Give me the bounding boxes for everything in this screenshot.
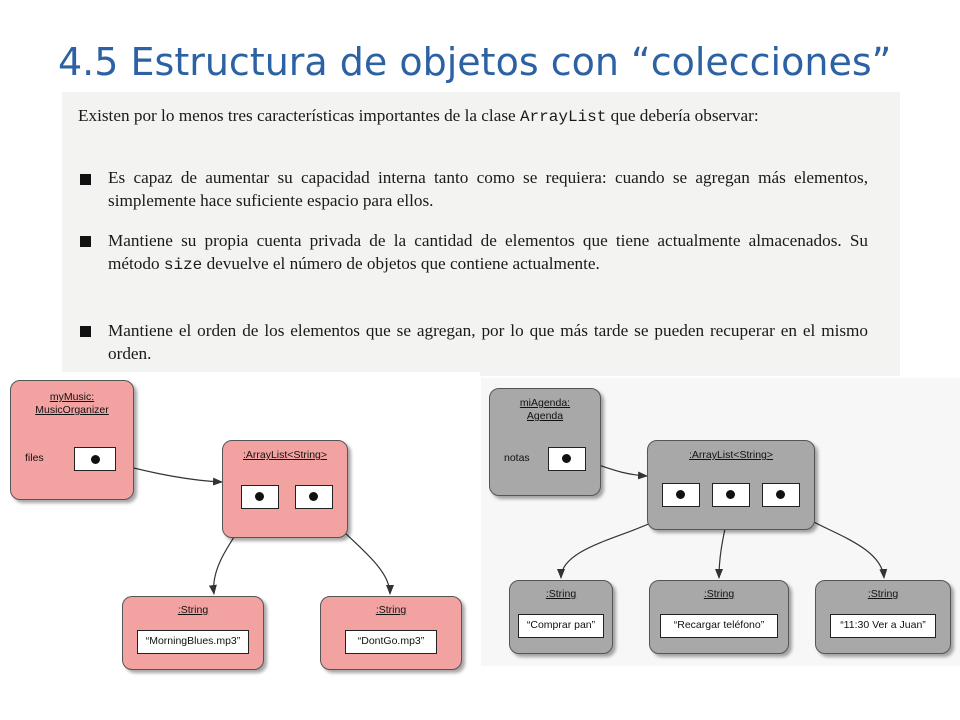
reference-dot xyxy=(562,454,571,463)
string-object-ver-a-juan: :String “11:30 Ver a Juan” xyxy=(815,580,951,654)
bullet-2-text-end: devuelve el número de objetos que contie… xyxy=(202,254,600,273)
field-label-files: files xyxy=(25,452,44,464)
bullet-marker-3 xyxy=(80,326,91,337)
slide-title: 4.5 Estructura de objetos con “coleccion… xyxy=(58,40,892,84)
reference-dot xyxy=(676,490,685,499)
intro-paragraph: Existen por lo menos tres característica… xyxy=(78,104,878,129)
arraylist-title-right: :ArrayList<String> xyxy=(688,449,774,461)
music-organizer-object: myMusic: MusicOrganizer files xyxy=(10,380,134,500)
reference-dot xyxy=(255,492,264,501)
bullet-2-code-size: size xyxy=(163,256,203,274)
reference-dot xyxy=(726,490,735,499)
bullet-1: Es capaz de aumentar su capacidad intern… xyxy=(108,168,868,210)
intro-text-end: que debería observar: xyxy=(606,106,759,125)
string-value-comprar-pan: “Comprar pan” xyxy=(518,614,604,638)
list-slot-1 xyxy=(241,485,279,509)
string-value-recargar-telefono: “Recargar teléfono” xyxy=(660,614,778,638)
agenda-title-1: miAgenda: xyxy=(519,397,571,409)
arraylist-object-left: :ArrayList<String> xyxy=(222,440,348,538)
arraylist-title-left: :ArrayList<String> xyxy=(242,449,328,461)
string-title: :String xyxy=(177,604,209,616)
string-object-recargar-telefono: :String “Recargar teléfono” xyxy=(649,580,789,654)
string-object-dontgo: :String “DontGo.mp3” xyxy=(320,596,462,670)
files-reference-slot xyxy=(74,447,116,471)
reference-dot xyxy=(776,490,785,499)
string-value-morningblues: “MorningBlues.mp3” xyxy=(137,630,249,654)
bullet-3: Mantiene el orden de los elementos que s… xyxy=(108,321,868,363)
bullet-marker-1 xyxy=(80,174,91,185)
bullet-2: Mantiene su propia cuenta privada de la … xyxy=(108,229,868,277)
intro-code-arraylist: ArrayList xyxy=(519,108,607,126)
agenda-title-2: Agenda xyxy=(526,410,564,422)
string-object-morningblues: :String “MorningBlues.mp3” xyxy=(122,596,264,670)
music-organizer-title-2: MusicOrganizer xyxy=(35,404,109,416)
notas-reference-slot xyxy=(548,447,586,471)
list-slot-3 xyxy=(762,483,800,507)
music-organizer-title-1: myMusic: xyxy=(49,391,95,403)
reference-dot xyxy=(309,492,318,501)
string-title: :String xyxy=(703,588,735,600)
text-panel xyxy=(62,92,900,376)
list-slot-1 xyxy=(662,483,700,507)
string-title: :String xyxy=(375,604,407,616)
string-object-comprar-pan: :String “Comprar pan” xyxy=(509,580,613,654)
arraylist-object-right: :ArrayList<String> xyxy=(647,440,815,530)
string-value-dontgo: “DontGo.mp3” xyxy=(345,630,437,654)
agenda-object: miAgenda: Agenda notas xyxy=(489,388,601,496)
reference-dot xyxy=(91,455,100,464)
bullet-2-text-start: Mantiene su propia cuenta privada de la … xyxy=(108,231,868,273)
diagram-agenda: miAgenda: Agenda notas :ArrayList<String… xyxy=(481,378,960,666)
field-label-notas: notas xyxy=(504,452,530,464)
list-slot-2 xyxy=(712,483,750,507)
string-title: :String xyxy=(867,588,899,600)
list-slot-2 xyxy=(295,485,333,509)
bullet-marker-2 xyxy=(80,236,91,247)
string-title: :String xyxy=(545,588,577,600)
intro-text-start: Existen por lo menos tres característica… xyxy=(78,106,520,125)
string-value-ver-a-juan: “11:30 Ver a Juan” xyxy=(830,614,936,638)
diagram-music-organizer: myMusic: MusicOrganizer files :ArrayList… xyxy=(0,372,480,690)
